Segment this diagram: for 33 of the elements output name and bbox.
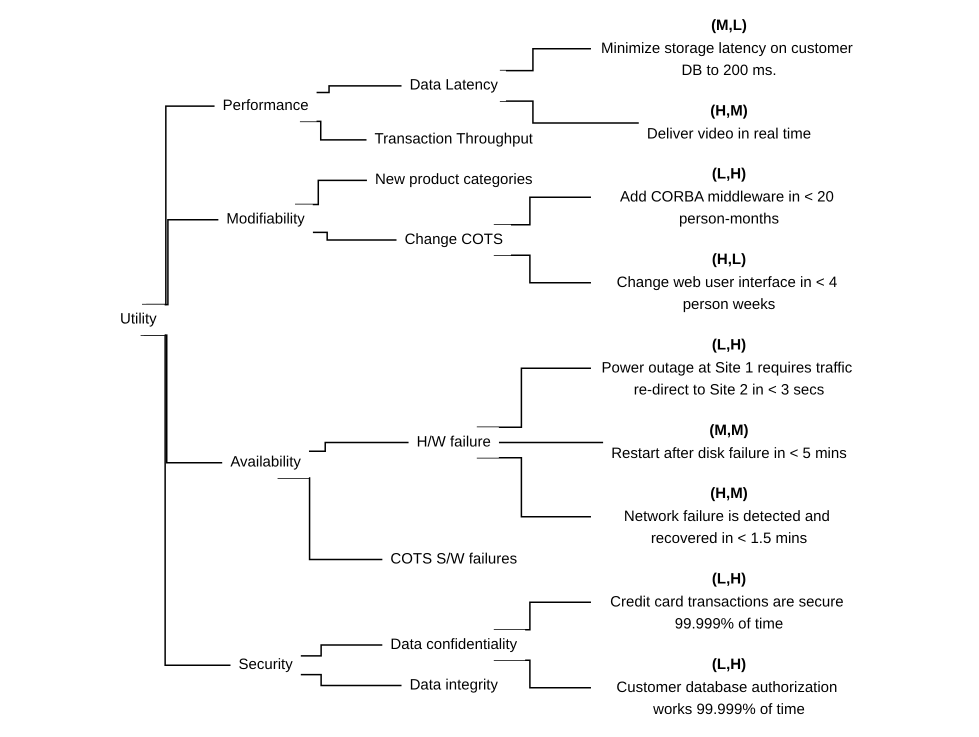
node-text: (L,H) Power outage at Site 1 requires traffic re-direct to Site 2 in < 3 secs [602, 336, 852, 399]
node-text: Data integrity [410, 676, 498, 694]
connector [500, 48, 591, 72]
node-text: New product categories [374, 171, 533, 188]
node-text: (M,L) Minimize storage latency on customer DB to 200 ms. [601, 17, 853, 80]
connector [300, 644, 382, 657]
connector [494, 196, 591, 226]
connector [300, 120, 367, 141]
connector [146, 219, 218, 306]
node-text: Performance [222, 97, 309, 114]
connector [500, 100, 639, 124]
connector [300, 674, 402, 686]
connector [494, 602, 591, 631]
connector [295, 180, 367, 206]
node-text: Transaction Throughput [374, 130, 533, 148]
node-text: (H,M) Deliver video in real time [646, 102, 812, 142]
node-text: Security [238, 656, 293, 674]
connector [142, 106, 215, 306]
connector [312, 232, 397, 241]
node-text: Data Latency [410, 76, 498, 94]
connector [140, 334, 231, 666]
node-text: (H,L) Change web user interface in < 4 person weeks [616, 251, 838, 314]
node-text: (L,H) Customer database authorization works 99.999% of time [616, 656, 838, 718]
connector [278, 478, 382, 560]
node-text: COTS S/W failures [390, 550, 518, 568]
connector [308, 442, 409, 452]
node-text: (L,H) Credit card transactions are secure 99.999% of time [610, 570, 844, 633]
node-text: (L,H) Add CORBA middleware in < 20 person-months [620, 166, 834, 228]
connector [476, 368, 591, 428]
connector [498, 442, 604, 444]
connector [316, 85, 402, 94]
node-text: (M,M) Restart after disk failure in < 5 mins [611, 422, 847, 462]
node-text: (H,M) Network failure is detected and recovered in < 1.5 mins [624, 485, 830, 548]
